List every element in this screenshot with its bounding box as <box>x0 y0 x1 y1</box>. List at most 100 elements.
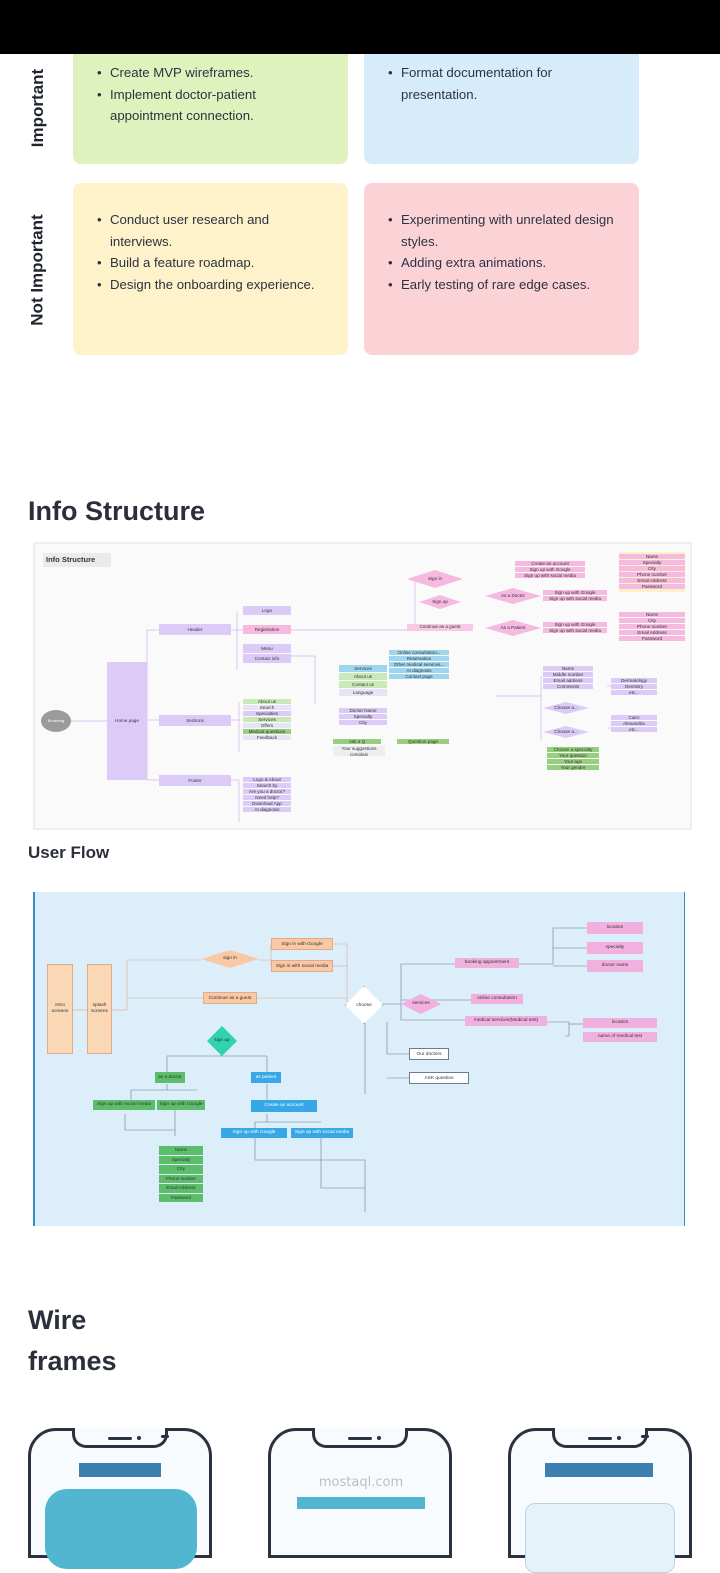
quadrant-item: Create MVP wireframes. <box>97 62 330 84</box>
services-list-item: Contact page <box>389 674 449 679</box>
services-list-item: Reservation <box>389 656 449 661</box>
flow-create: Create an account <box>251 1100 317 1112</box>
search-list-item: City <box>339 720 387 725</box>
signin-list-item: Sign up with Google <box>515 567 585 572</box>
flow-p-social: Sign up with social media <box>291 1128 353 1138</box>
flow-as-doctor: as a doctor <box>155 1072 185 1083</box>
fields-item: Email Address <box>159 1184 203 1193</box>
specs-item: Dentistry <box>611 684 657 689</box>
flow-location: location <box>587 922 643 934</box>
quadrant-item: Experimenting with unrelated design styl… <box>388 209 621 252</box>
q-list-item: Your question <box>547 753 599 758</box>
doctor-fields-item: Password <box>619 584 685 589</box>
patient-fields-item: Phone number <box>619 624 685 629</box>
info-guest: Continue as a guest <box>407 624 473 631</box>
header-list-item: Registration <box>243 625 291 634</box>
doctor-opts-item: Sign up with social media <box>543 596 607 601</box>
info-sections: Sections <box>159 715 231 726</box>
wireframe-phone-2[interactable]: mostaql.com <box>268 1428 452 1558</box>
section-list-item: Specialties <box>243 711 291 716</box>
phone-speaker <box>108 1437 132 1440</box>
wireframe-phone-3[interactable] <box>508 1428 692 1573</box>
status-bar <box>0 0 720 54</box>
wireframe-bar <box>297 1497 425 1509</box>
quadrant-item: Format documentation for presentation. <box>388 62 621 105</box>
phone-camera <box>137 1436 141 1440</box>
q-list-item: Your age <box>547 759 599 764</box>
flow-ask: ASK question <box>409 1072 469 1084</box>
services-list-item: Other medical services... <box>389 662 449 667</box>
q-list-item: Choose a specialty <box>547 747 599 752</box>
flow-loc2: location <box>583 1018 657 1028</box>
info-signin: Sign in <box>407 570 463 588</box>
footer-list-item: Search by <box>243 783 291 788</box>
info-choose: Choose a... <box>543 702 589 714</box>
flow-as-patient: as patient <box>251 1072 281 1083</box>
watermark: mostaql.com <box>318 1475 404 1490</box>
wireframe-phone-1[interactable] <box>28 1428 212 1569</box>
specs-item: Dermatology <box>611 678 657 683</box>
info-footer: Footer <box>159 775 231 786</box>
footer-list-item: Need help? <box>243 795 291 800</box>
footer-list-item: Download App <box>243 801 291 806</box>
patient-fields-item: Password <box>619 636 685 641</box>
search-list-item: Doctor Name <box>339 708 387 713</box>
section-list-item: Medical questions <box>243 729 291 734</box>
cities-item: Cairo <box>611 715 657 720</box>
doctor-fields-item: Phone number <box>619 572 685 577</box>
signin-list-item: Create an account <box>515 561 585 566</box>
patient-fields-item: Email Address <box>619 630 685 635</box>
info-patient: As a Patient <box>485 620 541 636</box>
quadrant-item: Build a feature roadmap. <box>97 252 330 274</box>
info-home: Home page <box>107 662 147 780</box>
profile-list-item: Name <box>543 666 593 671</box>
info-label: Info Structure <box>43 553 111 567</box>
info-choose-2: Choose a... <box>543 726 589 738</box>
flow-booking: booking appointment <box>455 958 519 968</box>
quadrant-item: Conduct user research and interviews. <box>97 209 330 252</box>
footer-list-item: Are you a doctor? <box>243 789 291 794</box>
doctor-fields-item: Email Address <box>619 578 685 583</box>
services-list-item: AI diagnosis <box>389 668 449 673</box>
footer-list-item: Logo & About <box>243 777 291 782</box>
phone-status-indicator <box>161 1435 169 1438</box>
flow-intro: Intro screens <box>47 964 73 1054</box>
specs-item: etc... <box>611 690 657 695</box>
fields-item: Phone number <box>159 1174 203 1183</box>
wireframe-panel <box>525 1503 675 1573</box>
info-qpage: Question page <box>397 739 449 744</box>
quadrant-item: Adding extra animations. <box>388 252 621 274</box>
flow-p-google: Sign up with Google <box>221 1128 287 1138</box>
flow-our-doctors: Our doctors <box>409 1048 449 1060</box>
phone-status-indicator <box>641 1435 649 1438</box>
flow-google: Sign in with Google <box>271 938 333 950</box>
patient-fields-item: Name <box>619 612 685 617</box>
fields-item: City <box>159 1165 203 1174</box>
flow-doctor-name: doctor name <box>587 960 643 972</box>
phone-speaker <box>588 1437 612 1440</box>
portfolio-page: Important Not Important Create MVP wiref… <box>0 54 720 1520</box>
quadrant-important-not-urgent: Format documentation for presentation. <box>364 54 639 164</box>
quadrant-important-urgent: Create MVP wireframes. Implement doctor-… <box>73 54 348 164</box>
cities-item: Alexandria <box>611 721 657 726</box>
info-doctor: As a Doctor <box>485 588 541 604</box>
quadrant-item: Implement doctor-patient appointment con… <box>97 84 330 127</box>
info-root: Browsing <box>41 710 71 732</box>
info-connectors <box>61 580 621 822</box>
flow-guest: Continue as a guest <box>203 992 257 1004</box>
section-list-item: About us <box>243 699 291 704</box>
menu-list-item: About us <box>339 673 387 680</box>
profile-list-item: Email address <box>543 678 593 683</box>
fields-item: Specialty <box>159 1155 203 1164</box>
wireframe-hero-card <box>45 1489 197 1569</box>
wireframe-header-bar <box>545 1463 653 1477</box>
row-label-not-important: Not Important <box>28 214 47 326</box>
header-list-item: Contact info <box>243 654 291 663</box>
flow-medical: medical services(Medical test) <box>465 1016 547 1026</box>
doctor-opts-item: Sign up with Google <box>543 590 607 595</box>
patient-opts-item: Sign up with social media <box>543 628 607 633</box>
cities-item: etc... <box>611 727 657 732</box>
info-ask: Ask a Q <box>333 739 381 744</box>
info-suggest: Your suggestions complain <box>333 746 385 756</box>
menu-list-item: Contact us <box>339 681 387 688</box>
